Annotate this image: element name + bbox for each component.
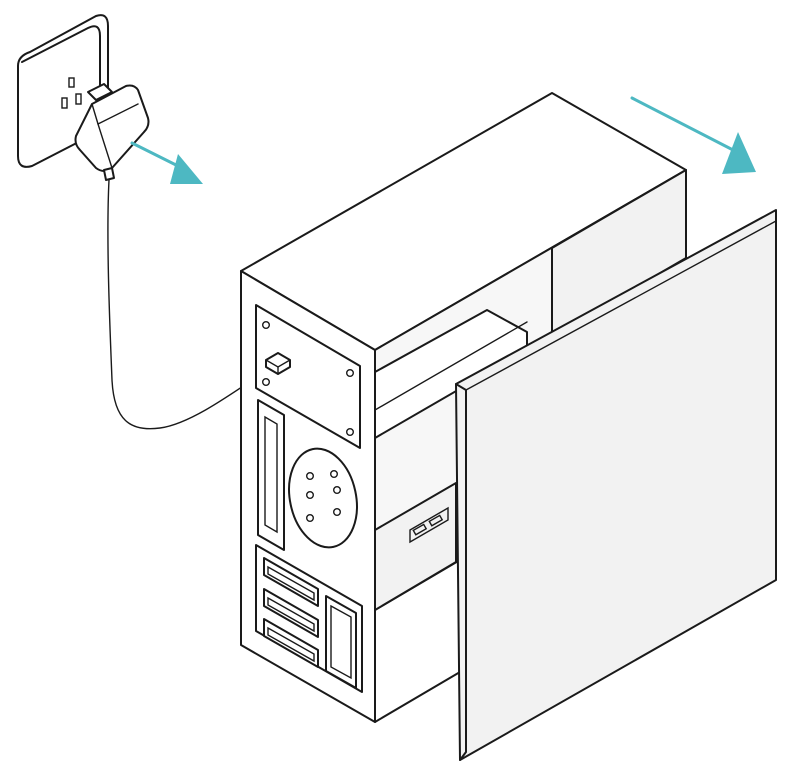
power-plug-icon [74, 83, 150, 181]
socket-pin-hole-top [68, 77, 75, 88]
psu-slot [325, 595, 357, 689]
arrow-right-down-icon [630, 96, 756, 174]
socket-pin-hole-left [61, 97, 68, 109]
power-inlet-icon [265, 352, 291, 375]
screw-2 [346, 369, 355, 378]
screw-1 [262, 321, 271, 330]
io-plate [255, 304, 361, 449]
power-cable [107, 179, 271, 430]
interior-shelf [374, 309, 528, 439]
front-usb-ports [409, 506, 449, 544]
usb-port-2 [428, 514, 444, 527]
socket-pin-hole-right [75, 93, 82, 105]
fan-grille-icon [288, 447, 358, 549]
usb-port-1 [412, 523, 428, 536]
screw-3 [262, 378, 271, 387]
arrow-right-down-icon [130, 141, 203, 184]
expansion-slot-long [257, 399, 285, 551]
side-panel-icon [455, 209, 777, 761]
screw-4 [346, 428, 355, 437]
